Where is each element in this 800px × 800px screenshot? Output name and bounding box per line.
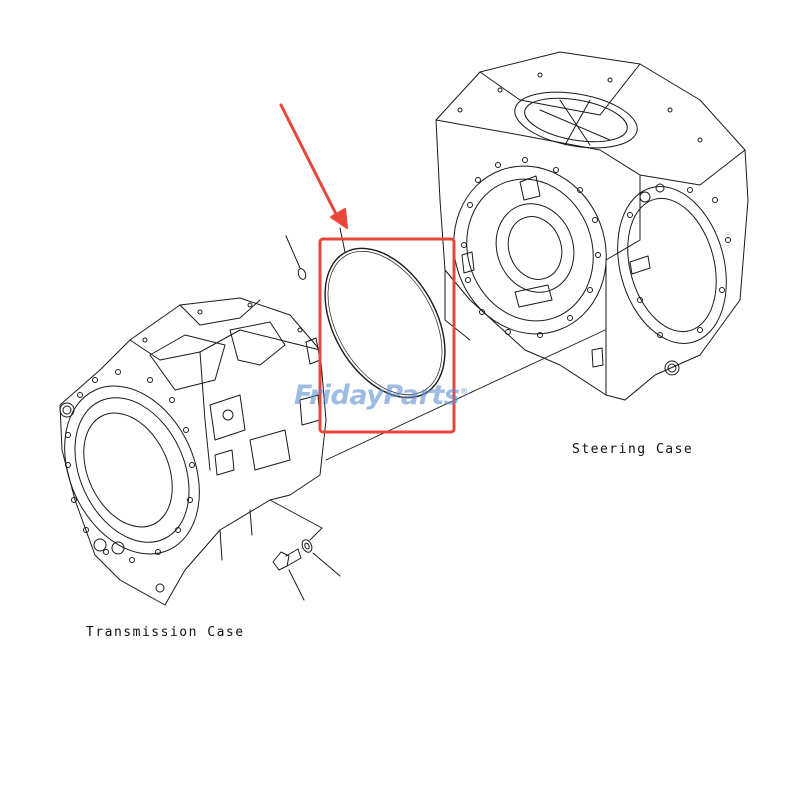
highlight-arrow-shaft [279, 103, 340, 220]
steering-case-drawing [435, 51, 749, 401]
transmission-case-label: Transmission Case [86, 625, 245, 640]
highlight-callout [279, 103, 456, 434]
highlight-arrow-head [330, 208, 348, 229]
transmission-case-drawing [59, 297, 327, 606]
highlight-box [318, 237, 456, 434]
transmission-bolt-holes [65, 302, 303, 563]
steering-bolt-holes [457, 72, 731, 338]
steering-case-label: Steering Case [572, 442, 694, 457]
assembly-center-lines [269, 329, 606, 541]
o-ring-small [285, 235, 307, 280]
washer [301, 539, 341, 577]
bolt [272, 548, 305, 601]
watermark-logo: FridayParts® [294, 380, 468, 411]
